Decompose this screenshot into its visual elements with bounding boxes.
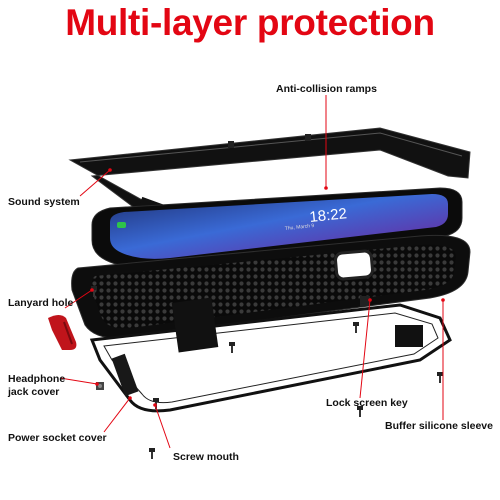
back-plate — [89, 297, 452, 413]
lanyard-clip — [48, 315, 77, 350]
phone-clock: 18:22 — [309, 205, 348, 226]
label-headphone-line2: jack cover — [8, 386, 60, 398]
phone-date: Thu, March 9 — [285, 223, 315, 232]
leader-lines — [59, 95, 445, 449]
label-headphone-line1: Headphone — [8, 373, 66, 385]
label-buffer-silicone-sleeve: Buffer silicone sleeve — [385, 420, 493, 432]
label-anti-collision-ramps: Anti-collision ramps — [276, 83, 377, 95]
page-title: Multi-layer protection — [65, 2, 435, 43]
label-lock-screen-key: Lock screen key — [326, 397, 408, 409]
label-power-socket-cover: Power socket cover — [8, 432, 107, 444]
screws — [91, 286, 443, 459]
label-screw-mouth: Screw mouth — [173, 451, 239, 463]
label-sound-system: Sound system — [8, 196, 80, 208]
label-lanyard-hole: Lanyard hole — [8, 297, 74, 309]
phone: 18:22 Thu, March 9 — [91, 187, 463, 270]
